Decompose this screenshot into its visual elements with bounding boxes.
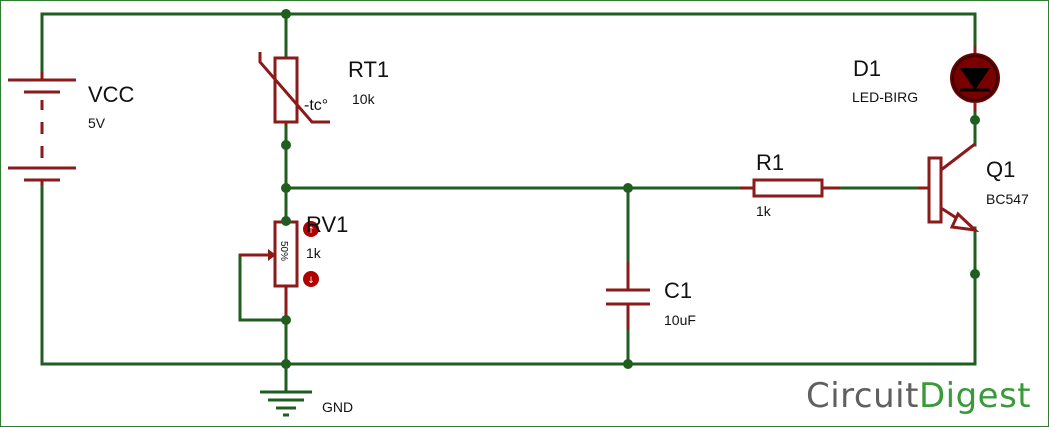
- svg-text:↓: ↓: [307, 276, 315, 286]
- q1-name-label: Q1: [986, 157, 1015, 182]
- rt1-value-label: 10k: [352, 91, 376, 107]
- junction-nodes: [281, 9, 980, 369]
- brand-part-circuit: Circuit: [806, 376, 919, 416]
- transistor-q1: [918, 142, 980, 233]
- c1-value-label: 10uF: [664, 312, 696, 328]
- rt1-tc-label: -tc°: [304, 97, 328, 114]
- vcc-name-label: VCC: [88, 82, 135, 107]
- vcc-value-label: 5V: [88, 115, 106, 131]
- wires: [40, 12, 977, 392]
- rt1-name-label: RT1: [348, 57, 389, 82]
- circuitdigest-logo: CircuitDigest: [806, 376, 1031, 416]
- c1-name-label: C1: [664, 278, 692, 303]
- thermistor-rt1: [258, 52, 330, 126]
- gnd-label: GND: [322, 399, 353, 415]
- rv1-name-label: RV1: [306, 212, 348, 237]
- capacitor-c1: [606, 262, 650, 330]
- resistor-r1: [740, 178, 840, 198]
- svg-text:↑: ↑: [307, 226, 315, 236]
- r1-name-label: R1: [756, 150, 784, 175]
- d1-value-label: LED-BIRG: [852, 89, 918, 105]
- rv1-percent-label: 50%: [278, 241, 289, 261]
- r1-value-label: 1k: [756, 203, 772, 219]
- battery-vcc: [8, 72, 76, 185]
- q1-value-label: BC547: [986, 191, 1029, 207]
- rv1-value-label: 1k: [306, 245, 322, 261]
- brand-part-digest: Digest: [918, 376, 1032, 416]
- led-d1: [950, 45, 1000, 112]
- d1-name-label: D1: [853, 56, 881, 81]
- ground-symbol: [260, 390, 312, 417]
